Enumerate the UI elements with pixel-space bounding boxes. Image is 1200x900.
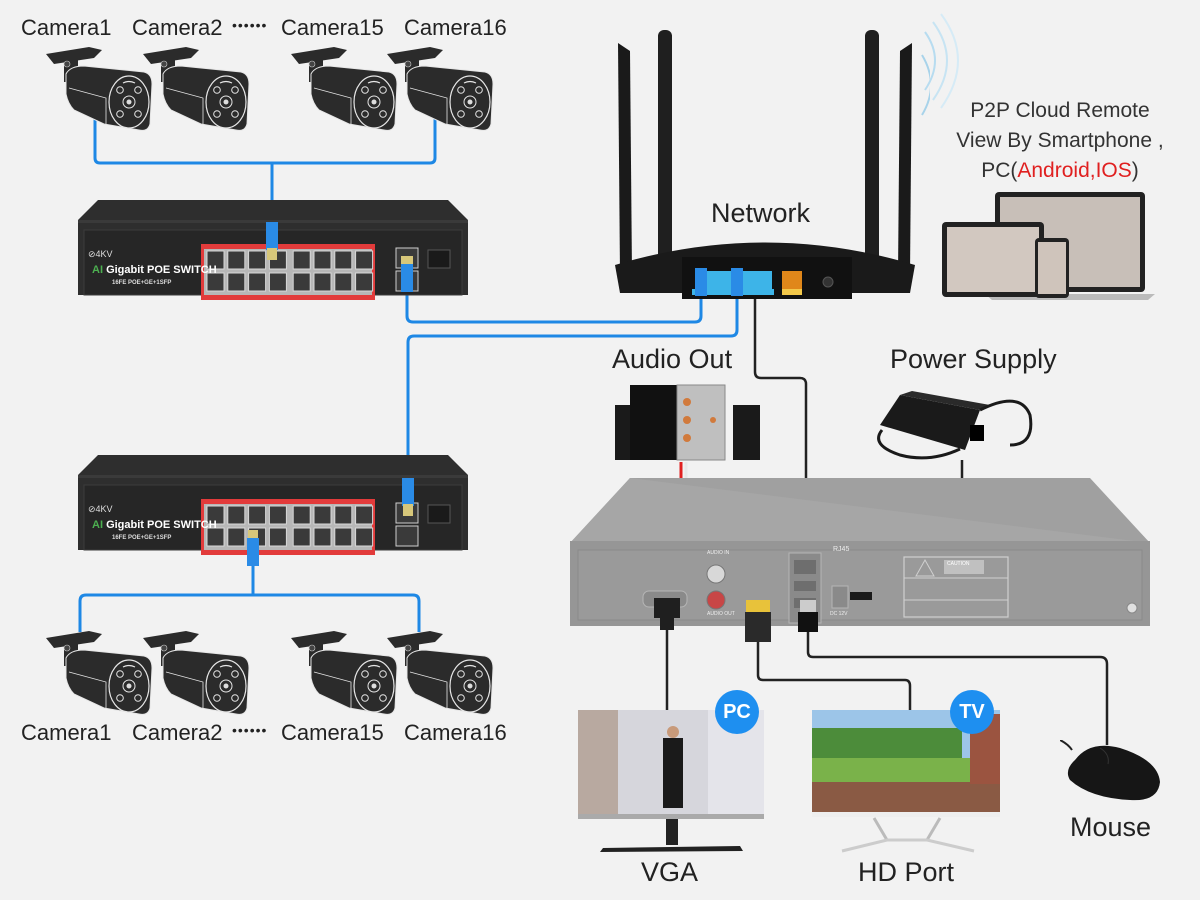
sfp-port: [427, 504, 451, 524]
switch-port: [206, 505, 225, 525]
pc-badge: PC: [715, 690, 759, 734]
switch-title: AI Gigabit POE SWITCH: [92, 519, 217, 531]
audio-out-label: Audio Out: [612, 344, 733, 374]
camera-icon-top-1: [44, 44, 154, 136]
switch-port: [227, 505, 246, 525]
switch-subtitle: 16FE POE+GE+1SFP: [112, 280, 172, 286]
switch-port: [292, 272, 311, 292]
hd-port-label: HD Port: [858, 857, 955, 887]
switch-port: [248, 505, 267, 525]
camera-icon-top-15: [289, 44, 399, 136]
camera-icon-top-2: [141, 44, 251, 136]
hdmi-cable: [756, 640, 912, 712]
router-label: Network: [711, 198, 811, 228]
network-cable-router-nvr: [753, 290, 808, 555]
camera-label-bottom-1: Camera1: [21, 720, 112, 745]
power-adapter-icon: [877, 391, 1033, 460]
switch-port: [334, 505, 353, 525]
switch-port: [313, 272, 332, 292]
camera-label-top-2: Camera2: [132, 15, 223, 40]
camera-icon-bottom-1: [44, 628, 154, 720]
switch-port: [292, 527, 311, 547]
speaker-icon: [615, 384, 760, 461]
network-cable-bottom-cameras: [78, 593, 421, 632]
power-supply-label: Power Supply: [890, 344, 1057, 374]
uplink-port: [395, 502, 419, 524]
nvr-dc-label: DC 12V: [830, 611, 848, 617]
switch-port: [334, 272, 353, 292]
switch-port: [313, 527, 332, 547]
nvr-audio-out-label: AUDIO OUT: [707, 611, 735, 617]
switch-port: [206, 527, 225, 547]
camera-label-bottom-16: Camera16: [404, 720, 507, 745]
switch-brand: ⊘4KV: [88, 249, 113, 259]
switch-port: [268, 250, 287, 270]
switch-port: [313, 250, 332, 270]
remote-view-line-1: P2P Cloud Remote: [970, 99, 1150, 122]
uplink-port: [395, 525, 419, 547]
network-cable-router-switch2: [406, 290, 739, 480]
switch-port: [355, 272, 374, 292]
camera-label-bottom-2: Camera2: [132, 720, 223, 745]
tv-monitor-icon: [812, 710, 1000, 853]
tv-badge: TV: [950, 690, 994, 734]
camera-ellipsis-bottom: ••••••: [232, 722, 268, 738]
switch-port: [227, 527, 246, 547]
camera-label-top-1: Camera1: [21, 15, 112, 40]
switch-port: [227, 272, 246, 292]
switch-port: [355, 527, 374, 547]
camera-icon-bottom-15: [289, 628, 399, 720]
remote-view-line-3: PC(Android,IOS): [981, 159, 1139, 182]
camera-label-top-15: Camera15: [281, 15, 384, 40]
switch-port: [355, 505, 374, 525]
vga-label: VGA: [641, 857, 699, 887]
switch-title: AI Gigabit POE SWITCH: [92, 264, 217, 276]
uplink-port: [395, 247, 419, 269]
nvr-back-panel: [570, 478, 1150, 626]
switch-port: [334, 527, 353, 547]
poe-switch-1: ⊘4KV AI Gigabit POE SWITCH 16FE POE+GE+1…: [78, 200, 468, 300]
switch-port: [268, 527, 287, 547]
mouse-label: Mouse: [1070, 812, 1152, 842]
nvr-audio-in-label: AUDIO IN: [707, 550, 730, 556]
switch-brand: ⊘4KV: [88, 504, 113, 514]
network-cable-top-cameras: [93, 118, 437, 165]
devices-icon: [942, 192, 1155, 300]
camera-label-bottom-15: Camera15: [281, 720, 384, 745]
wifi-router-icon: [615, 30, 930, 299]
switch-port: [268, 272, 287, 292]
switch-port: [292, 505, 311, 525]
nvr-caution-label: CAUTION: [947, 561, 970, 567]
network-cable-switch1-router: [405, 285, 703, 324]
switch-port: [355, 250, 374, 270]
switch-port: [334, 250, 353, 270]
switch-port: [227, 250, 246, 270]
switch-port: [268, 505, 287, 525]
switch-port: [248, 527, 267, 547]
usb-cable: [806, 630, 1109, 745]
nvr-rj45-label: RJ45: [833, 546, 850, 553]
camera-icon-bottom-16: [385, 628, 495, 720]
remote-view-caption: P2P Cloud Remote View By Smartphone , PC…: [935, 96, 1185, 186]
uplink-port: [395, 270, 419, 292]
sfp-port: [427, 249, 451, 269]
camera-icon-bottom-2: [141, 628, 251, 720]
remote-view-line-2: View By Smartphone ,: [956, 129, 1164, 152]
switch-port: [313, 505, 332, 525]
camera-label-top-16: Camera16: [404, 15, 507, 40]
switch-port: [206, 250, 225, 270]
wifi-signal-icon: [924, 13, 959, 109]
poe-switch-2: ⊘4KV AI Gigabit POE SWITCH 16FE POE+GE+1…: [78, 455, 468, 555]
switch-port: [206, 272, 225, 292]
switch-subtitle: 16FE POE+GE+1SFP: [112, 535, 172, 541]
switch-port: [248, 272, 267, 292]
camera-ellipsis-top: ••••••: [232, 17, 268, 33]
switch-port: [248, 250, 267, 270]
mouse-icon: [1060, 740, 1160, 801]
camera-icon-top-16: [385, 44, 495, 136]
switch-port: [292, 250, 311, 270]
